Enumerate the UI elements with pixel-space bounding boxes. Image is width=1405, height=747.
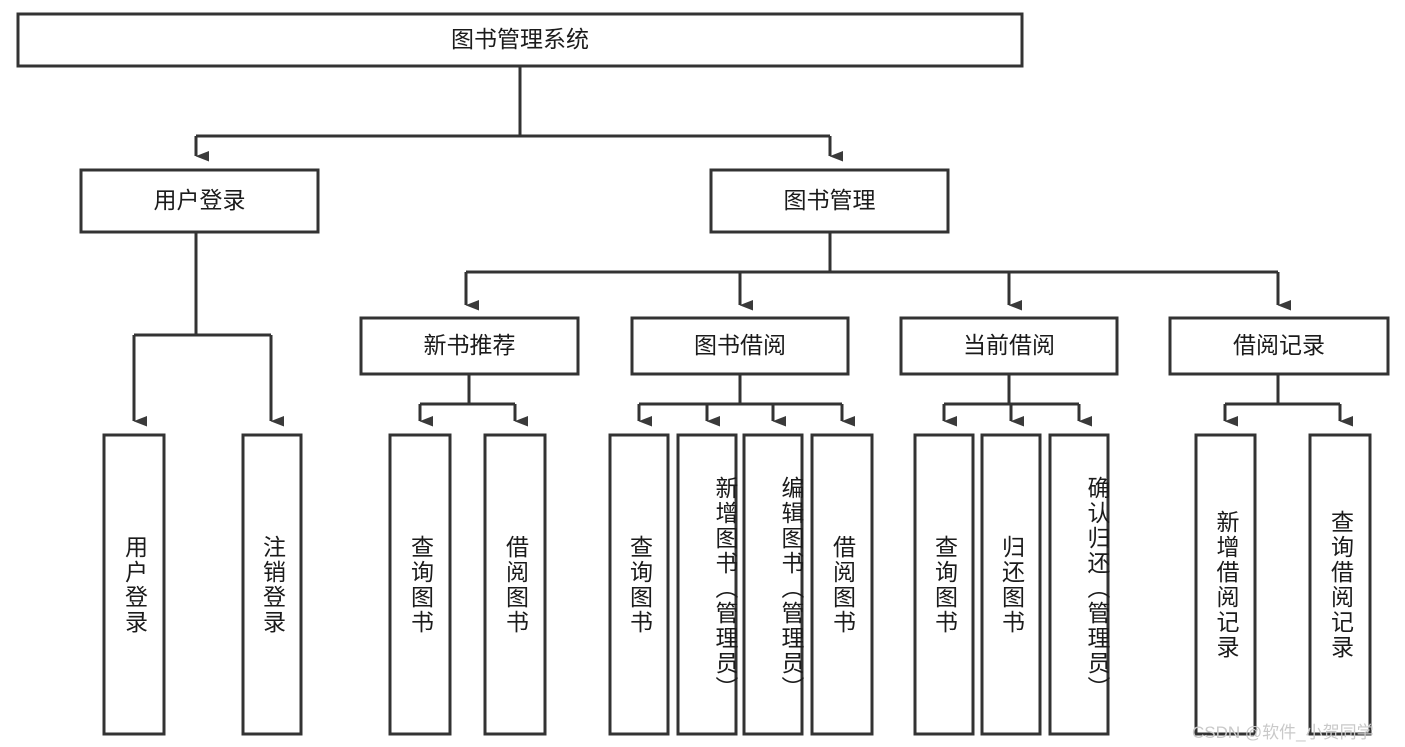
node-book-borrow-label: 图书借阅 bbox=[694, 332, 786, 358]
node-leaf-query-book-1[interactable] bbox=[388, 433, 452, 736]
node-layer: 图书管理系统 用户登录 图书管理 新书推荐 图书借阅 当前借阅 借阅记录 bbox=[16, 12, 1390, 736]
node-borrow-record[interactable] bbox=[1168, 316, 1390, 376]
node-leaf-borrow-book-1[interactable] bbox=[483, 433, 547, 736]
node-user-login[interactable] bbox=[79, 168, 320, 234]
node-leaf-confirm-return-admin[interactable] bbox=[1048, 433, 1110, 736]
node-book-borrow[interactable] bbox=[630, 316, 850, 376]
node-user-login-label: 用户登录 bbox=[154, 187, 246, 213]
node-leaf-query-book-3[interactable] bbox=[913, 433, 975, 736]
node-borrow-record-label: 借阅记录 bbox=[1233, 332, 1325, 358]
connector-layer bbox=[132, 66, 1353, 427]
node-book-management[interactable] bbox=[709, 168, 950, 234]
node-leaf-edit-book-admin[interactable] bbox=[742, 433, 804, 736]
node-leaf-add-borrow-record[interactable] bbox=[1194, 433, 1257, 736]
node-book-management-label: 图书管理 bbox=[784, 187, 876, 213]
node-leaf-query-borrow-record[interactable] bbox=[1308, 433, 1372, 736]
csdn-watermark: CSDN @软件_小贺同学 bbox=[1192, 723, 1374, 742]
node-current-borrow[interactable] bbox=[899, 316, 1119, 376]
node-current-borrow-label: 当前借阅 bbox=[963, 332, 1055, 358]
node-leaf-user-logout[interactable] bbox=[241, 433, 303, 736]
node-new-book-recommend[interactable] bbox=[359, 316, 580, 376]
node-leaf-borrow-book-2[interactable] bbox=[810, 433, 874, 736]
node-root[interactable] bbox=[16, 12, 1024, 68]
node-leaf-query-book-2[interactable] bbox=[608, 433, 670, 736]
node-leaf-add-book-admin[interactable] bbox=[676, 433, 738, 736]
node-root-label: 图书管理系统 bbox=[451, 26, 589, 52]
node-new-book-recommend-label: 新书推荐 bbox=[424, 332, 516, 358]
node-leaf-return-book[interactable] bbox=[980, 433, 1042, 736]
node-leaf-user-login[interactable] bbox=[102, 433, 166, 736]
